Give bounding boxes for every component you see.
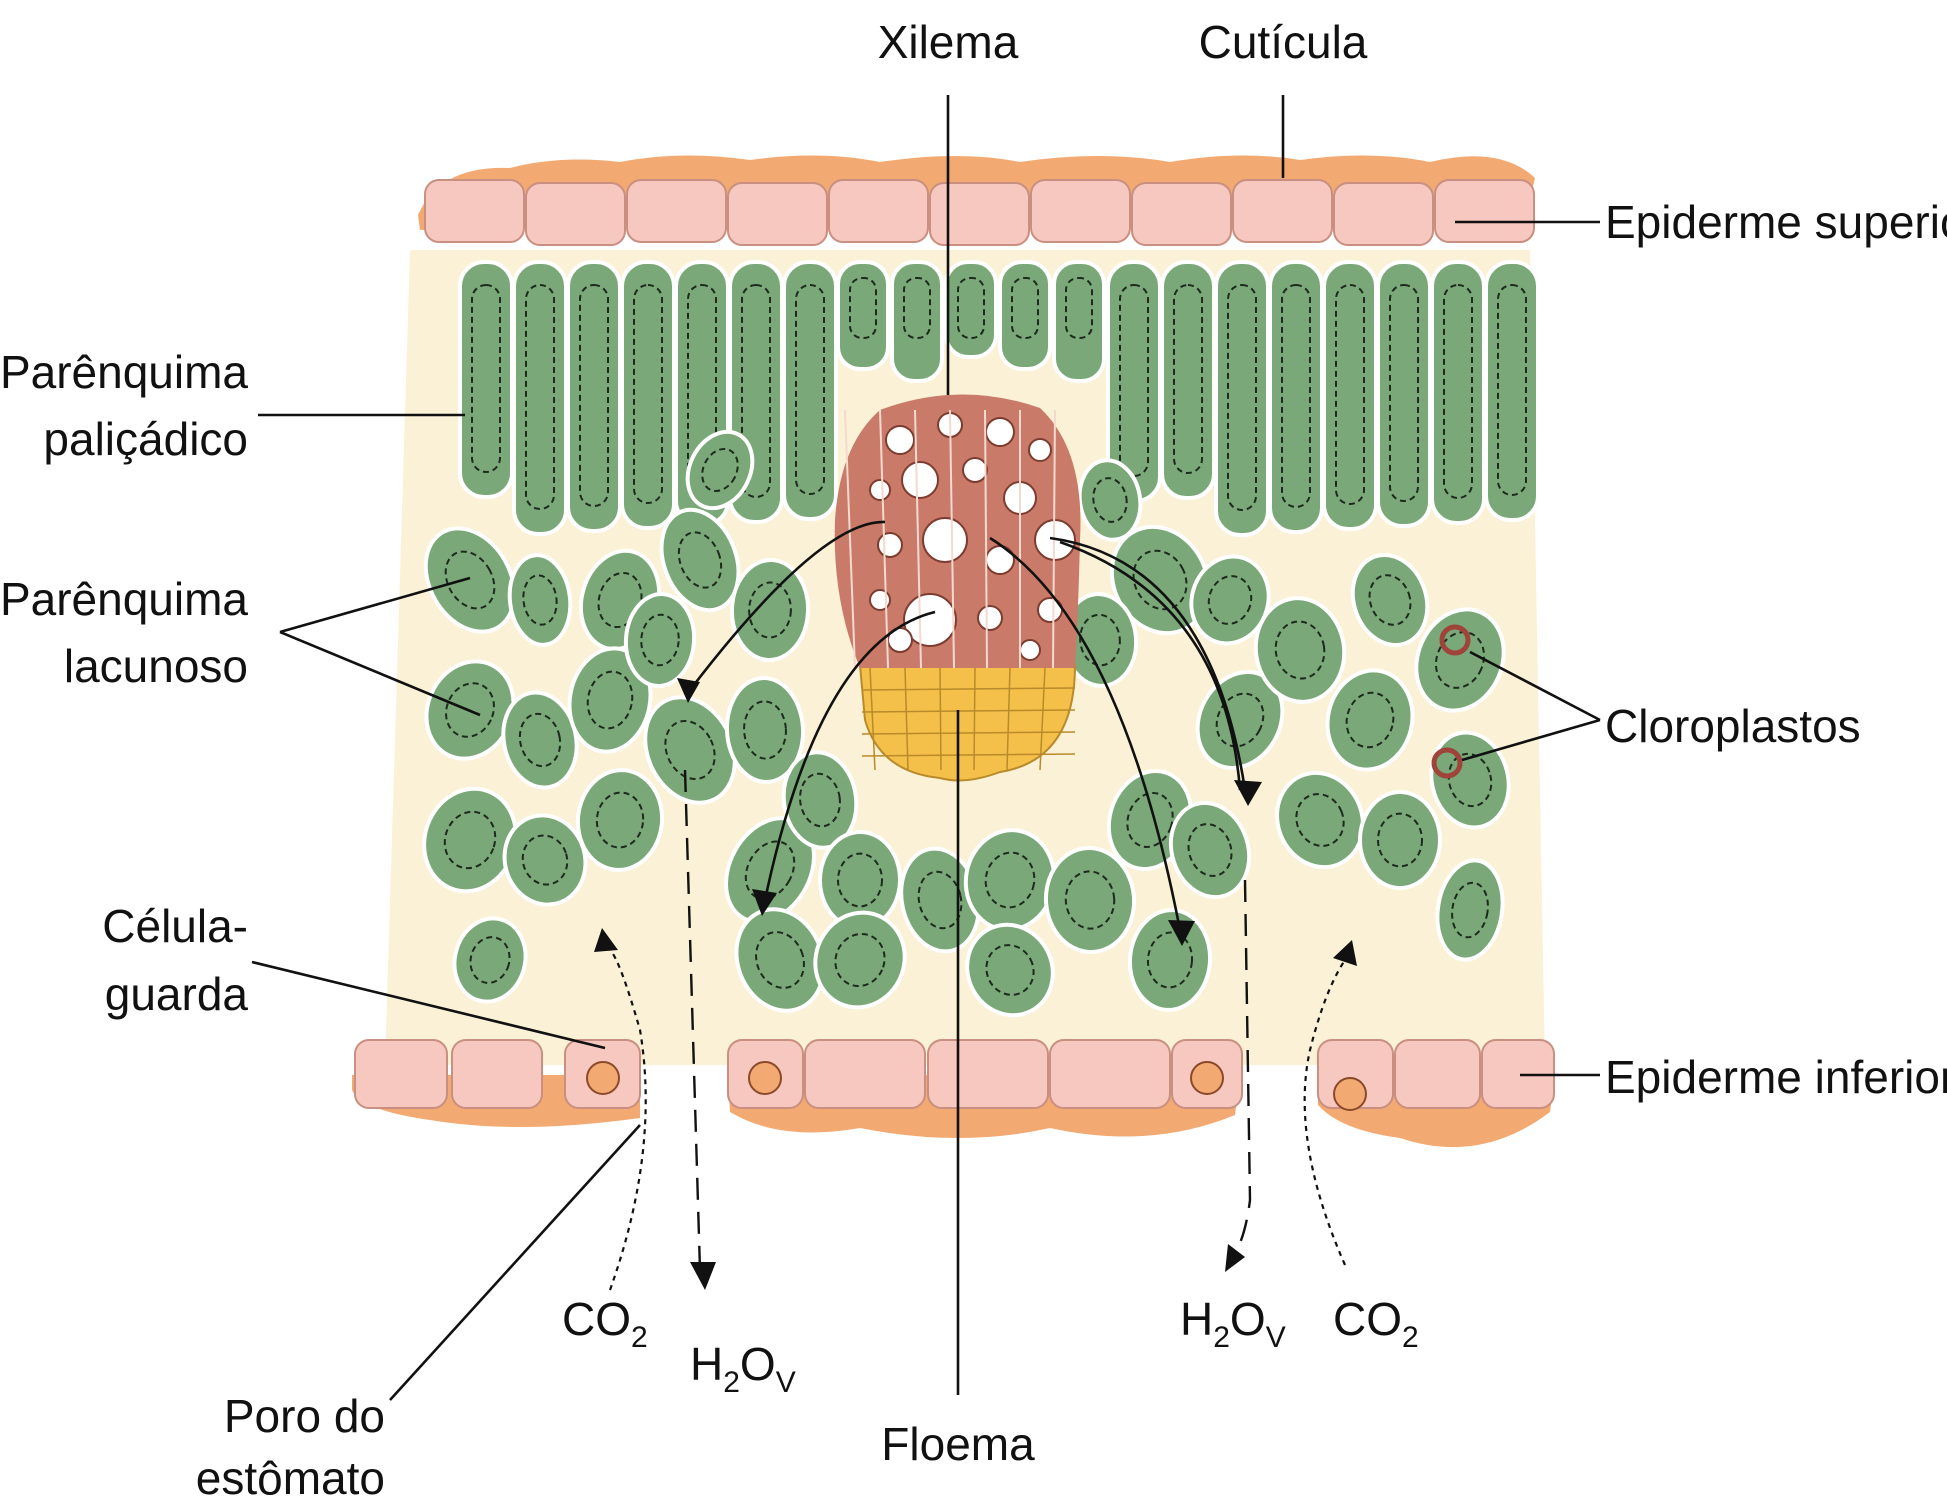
celula-guarda-label-1: Célula- — [102, 900, 248, 952]
lower-epidermis-cell — [355, 1040, 447, 1108]
guard-cell-nucleus — [1191, 1062, 1223, 1094]
upper-epidermis-cell — [829, 180, 928, 242]
xylem-vessel — [978, 606, 1002, 630]
palisade-cell — [1216, 262, 1268, 535]
palisade-cell — [460, 262, 512, 497]
upper-epidermis-cell — [1233, 180, 1332, 242]
xylem-vessel — [1029, 439, 1051, 461]
guard-cell-nucleus — [1334, 1078, 1366, 1110]
co2-label-left: CO2 — [562, 1293, 648, 1354]
xylem-vessel — [1020, 640, 1040, 660]
palisade-cell — [1324, 262, 1376, 529]
celula-guarda-label-2: guarda — [105, 968, 249, 1020]
upper-epidermis-cell — [1334, 183, 1433, 245]
palisade-cell — [892, 262, 942, 381]
palisade-cell — [1054, 262, 1104, 381]
palisade-cell — [514, 262, 566, 534]
upper-epidermis-cell — [1132, 183, 1231, 245]
cuticula-label: Cutícula — [1199, 16, 1368, 68]
lower-epidermis-cell — [1050, 1040, 1170, 1108]
lower-epidermis-cell — [805, 1040, 925, 1108]
lower-epidermis-cell — [1395, 1040, 1480, 1108]
upper-epidermis-cell — [526, 183, 625, 245]
lower-epidermis-cell — [452, 1040, 542, 1108]
h2ov-label-left: H2OV — [690, 1338, 796, 1399]
upper-epidermis — [418, 155, 1535, 245]
spongy-cell — [1360, 792, 1440, 888]
palisade-cell — [1162, 262, 1214, 498]
upper-epidermis-cell — [627, 180, 726, 242]
xilema-label: Xilema — [878, 16, 1019, 68]
co2-label-right: CO2 — [1333, 1293, 1419, 1354]
xylem-vessel — [923, 518, 967, 562]
guard-cell-nucleus — [749, 1062, 781, 1094]
upper-epidermis-cell — [728, 183, 827, 245]
palisade-cell — [1432, 262, 1484, 523]
upper-epidermis-cell — [1435, 180, 1534, 242]
parenquima-lacunoso-label-1: Parênquima — [0, 573, 248, 625]
palisade-cell — [946, 262, 996, 357]
epiderme-superior-label: Epiderme superior — [1605, 196, 1947, 248]
palisade-cell — [1486, 262, 1538, 520]
palisade-cell — [568, 262, 620, 531]
cloroplastos-label: Cloroplastos — [1605, 700, 1861, 752]
upper-epidermis-cell — [1031, 180, 1130, 242]
upper-epidermis-cell — [425, 180, 524, 242]
parenquima-palicadico-label-1: Parênquima — [0, 346, 248, 398]
palisade-cell — [1378, 262, 1430, 526]
guard-cell-nucleus — [587, 1062, 619, 1094]
xylem-vessel — [986, 418, 1014, 446]
parenquima-lacunoso-label-2: lacunoso — [64, 640, 248, 692]
xylem-vessel — [870, 480, 890, 500]
upper-epidermis-cell — [930, 183, 1029, 245]
xylem-vessel — [878, 533, 902, 557]
palisade-cell — [622, 262, 674, 528]
xylem-vessel — [902, 462, 938, 498]
epiderme-inferior-label: Epiderme inferior — [1605, 1051, 1947, 1103]
poro-estomato-label-2: estômato — [196, 1452, 385, 1498]
lower-epidermis — [352, 1040, 1555, 1147]
xylem-vessel — [963, 458, 987, 482]
palisade-cell — [1270, 262, 1322, 532]
lower-epidermis-cell — [928, 1040, 1048, 1108]
xylem-vessel — [886, 426, 914, 454]
parenquima-palicadico-label-2: paliçádico — [43, 413, 248, 465]
h2ov-label-right: H2OV — [1180, 1293, 1286, 1354]
poro-estomato-label-1: Poro do — [224, 1390, 385, 1442]
spongy-cell — [730, 559, 809, 662]
floema-label: Floema — [881, 1418, 1035, 1470]
palisade-cell — [784, 262, 836, 519]
xylem-vessel — [986, 546, 1014, 574]
